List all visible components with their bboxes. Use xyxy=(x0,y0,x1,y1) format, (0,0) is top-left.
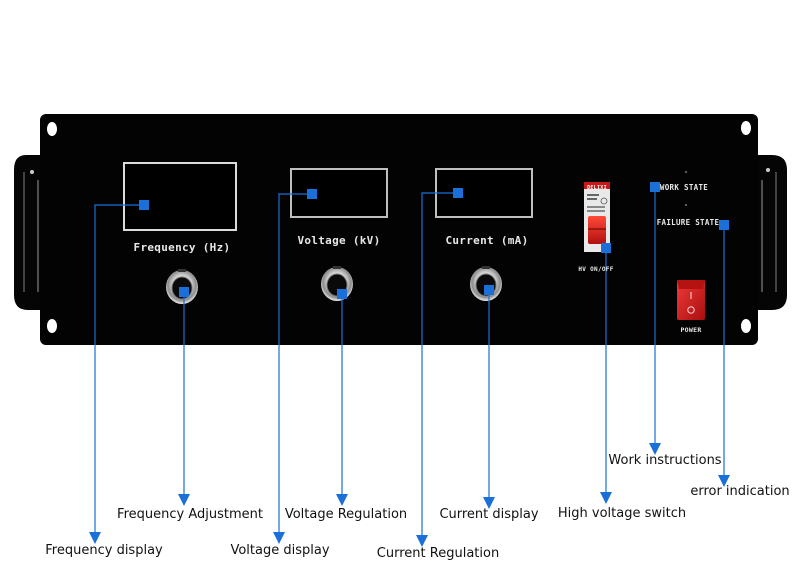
mount-hole xyxy=(47,319,57,333)
frequency-display-screen xyxy=(123,162,237,231)
callout-frequency-adjustment: Frequency Adjustment xyxy=(117,507,263,522)
marker-voltage-regulation xyxy=(337,289,347,299)
hv-breaker[interactable] xyxy=(584,182,610,252)
arrow-down-icon xyxy=(273,532,285,544)
power-switch[interactable] xyxy=(677,280,705,320)
breaker-brand: DELIXI xyxy=(587,185,607,191)
marker-current-knob xyxy=(484,285,494,295)
arrow-down-icon xyxy=(483,497,495,509)
callout-voltage-regulation: Voltage Regulation xyxy=(284,507,408,522)
hv-onoff-label: HV ON/OFF xyxy=(578,266,614,273)
voltage-display-screen xyxy=(290,168,388,218)
marker-voltage-display xyxy=(307,189,317,199)
callout-frequency-display: Frequency display xyxy=(45,543,163,558)
failure-led xyxy=(685,204,687,206)
marker-failure-state xyxy=(719,220,729,230)
arrow-down-icon xyxy=(416,535,428,547)
mount-hole xyxy=(741,319,751,333)
callout-work-instructions: Work instructions xyxy=(608,453,722,468)
arrow-down-icon xyxy=(718,475,730,487)
arrow-down-icon xyxy=(649,443,661,455)
left-handle xyxy=(14,155,42,310)
power-label: POWER xyxy=(680,326,702,334)
marker-hv-switch xyxy=(601,243,611,253)
mount-hole xyxy=(47,122,57,136)
right-handle xyxy=(758,155,787,310)
work-led xyxy=(685,171,687,173)
work-state-label: WORK STATE xyxy=(659,183,709,192)
arrow-down-icon xyxy=(600,492,612,504)
marker-current-display-screen xyxy=(453,188,463,198)
callout-voltage-display: Voltage display xyxy=(230,543,330,558)
callout-current-regulation: Current Regulation xyxy=(376,546,500,561)
callout-arrowheads xyxy=(89,443,730,547)
marker-work-state xyxy=(650,182,660,192)
frequency-label: Frequency (Hz) xyxy=(133,241,231,254)
callout-current-display: Current display xyxy=(439,507,539,522)
arrow-down-icon xyxy=(178,494,190,506)
mount-hole xyxy=(741,121,751,135)
marker-frequency-display xyxy=(139,200,149,210)
arrow-down-icon xyxy=(336,494,348,506)
callout-error-indication: error indication xyxy=(690,484,790,499)
callout-markers xyxy=(139,182,729,299)
callout-high-voltage-switch: High voltage switch xyxy=(557,506,687,521)
current-label: Current (mA) xyxy=(445,234,529,247)
voltage-label: Voltage (kV) xyxy=(297,234,381,247)
arrow-down-icon xyxy=(89,532,101,544)
failure-state-label: FAILURE STATE xyxy=(656,218,720,227)
callout-lines xyxy=(94,187,725,536)
marker-frequency-adjustment xyxy=(179,287,189,297)
